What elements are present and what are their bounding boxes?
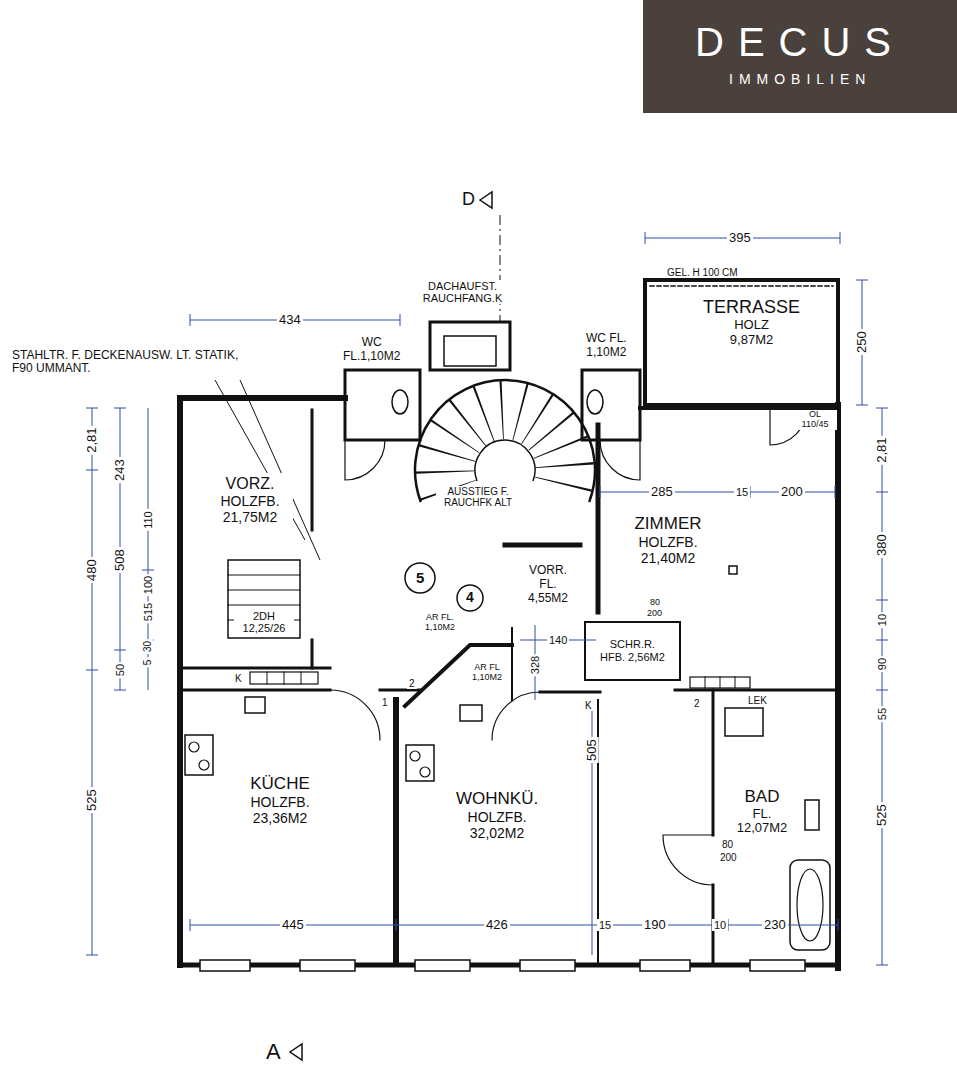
door-size: 80 (720, 839, 735, 850)
dimension-lines (86, 215, 888, 965)
room-label: AR FL.1,10M2 (421, 610, 459, 635)
room-name: WOHNKÜ. (456, 789, 538, 809)
room-area: HOLZFB. 32,02M2 (458, 809, 536, 841)
dimension: 200 (779, 485, 805, 499)
dimension: 15 (597, 919, 613, 931)
room-area: FL.1,10M2 (343, 350, 400, 364)
windows (200, 960, 805, 971)
dimension: 50 (114, 662, 126, 678)
room-label: WCFL.1,10M2 (339, 334, 404, 366)
dimension: 30 (142, 639, 153, 654)
dimension: 100 (142, 574, 154, 596)
dimension: 230 (762, 918, 788, 932)
room-area: 1,10M2 (472, 672, 502, 682)
symbol-label: K (583, 700, 594, 711)
dimension: 10 (712, 919, 728, 931)
room-area: 1,10M2 (586, 346, 627, 360)
callout-number: 4 (466, 590, 474, 605)
room-label: SCHR.R.HFB. 2,56M2 (596, 636, 669, 665)
room-area: HOLZ 9,87M2 (722, 318, 782, 348)
dimension: 110 (142, 509, 154, 531)
dimension: 285 (649, 485, 675, 499)
note: OL 110/45 (793, 410, 837, 430)
note: STAHLTR. F. DECKENAUSW. LT. STATIK, F90 … (10, 349, 254, 375)
dimension: 2,81 (85, 425, 99, 454)
logo-panel (643, 0, 957, 113)
door-size: 200 (718, 852, 739, 863)
note: 2DH 12,25/26 (234, 610, 294, 634)
dimension: 140 (547, 634, 569, 646)
room-name: SCHR.R. (600, 638, 665, 651)
section-mark: D (460, 190, 477, 210)
room-name: WC (343, 336, 400, 350)
note: AUSSTIEG F. RAUCHFK ALT (436, 486, 520, 508)
room-label: VORR.FL. 4,55M2 (520, 562, 576, 607)
dimension: 190 (642, 918, 668, 932)
room-label: WC FL.1,10M2 (582, 330, 631, 362)
symbol-label: 1 (380, 697, 390, 708)
room-area: 1,10M2 (425, 622, 455, 632)
symbol-label: LEK (746, 695, 769, 706)
room-label: WOHNKÜ.HOLZFB. 32,02M2 (452, 787, 542, 843)
symbol-label: K (233, 673, 244, 684)
dimension: 508 (113, 547, 127, 573)
dimension: 434 (277, 313, 303, 327)
room-name: KÜCHE (241, 774, 319, 794)
room-name: AR FL (472, 662, 502, 672)
dimension: 15 (734, 486, 750, 498)
dimension: 426 (484, 918, 510, 932)
room-area: HOLZFB. 21,75M2 (211, 493, 289, 525)
room-area: HFB. 2,56M2 (600, 651, 665, 664)
room-label: AR FL1,10M2 (468, 660, 506, 685)
room-name: TERRASSE (703, 297, 800, 318)
callout-number: 5 (416, 570, 424, 587)
symbol-label: 2 (407, 678, 417, 689)
dimension: 515 (142, 601, 154, 623)
room-area: FL. 4,55M2 (524, 578, 572, 606)
dimension: 243 (113, 457, 127, 483)
dimension: 445 (280, 918, 306, 932)
dimension: 55 (876, 706, 888, 722)
room-name: VORZ. (211, 475, 289, 493)
door-size: 80 (648, 598, 662, 608)
room-label: KÜCHEHOLZFB. 23,36M2 (237, 772, 323, 828)
dimension: 395 (727, 231, 753, 245)
logo-wordmark: DECUS (695, 20, 905, 64)
room-area: HOLZFB. 23,36M2 (241, 794, 319, 826)
symbol-label: 2 (692, 698, 702, 709)
room-name: BAD (727, 787, 797, 807)
dimension: 380 (875, 532, 889, 558)
dimension: 525 (85, 787, 99, 813)
section-markers (290, 192, 492, 1060)
logo-subtitle: IMMOBILIEN (729, 72, 871, 87)
room-label: VORZ.HOLZFB. 21,75M2 (207, 473, 293, 528)
room-name: ZIMMER (629, 514, 707, 534)
room-area: FL. 12,07M2 (727, 807, 797, 837)
note: GEL. H 100 CM (665, 267, 740, 278)
dimension: 2,81 (875, 435, 889, 464)
room-name: WC FL. (586, 332, 627, 346)
dimension: 328 (529, 654, 541, 676)
section-mark: A (264, 1040, 283, 1064)
room-name: AR FL. (425, 612, 455, 622)
dimension: 505 (585, 737, 599, 763)
dimension: 525 (875, 802, 889, 828)
note: DACHAUFST. RAUCHFANG.K (413, 280, 512, 304)
dimension: 90 (876, 656, 888, 672)
dimension: 480 (85, 557, 99, 583)
room-label: BADFL. 12,07M2 (723, 785, 801, 838)
dimension: 5 (142, 658, 153, 668)
room-area: HOLZFB. 21,40M2 (629, 534, 707, 566)
dimension: 250 (855, 329, 869, 355)
room-name: VORR. (524, 564, 572, 578)
door-size: 200 (645, 609, 664, 619)
room-label: ZIMMERHOLZFB. 21,40M2 (625, 512, 711, 568)
walls (180, 280, 838, 968)
dimension: 10 (876, 612, 888, 628)
room-label: TERRASSEHOLZ 9,87M2 (699, 295, 804, 350)
